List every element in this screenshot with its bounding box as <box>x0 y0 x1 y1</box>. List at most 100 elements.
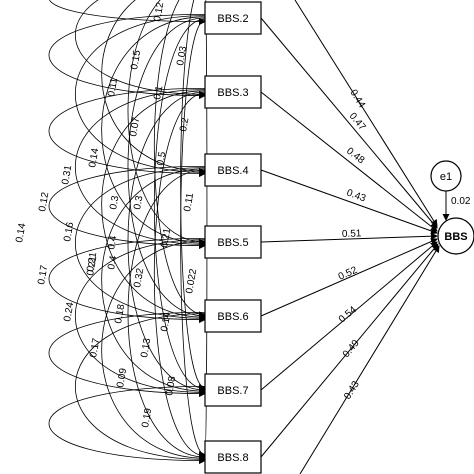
covariance-arc <box>101 0 212 175</box>
node-label: BBS.4 <box>217 165 248 177</box>
loading-label: 0.43 <box>345 187 367 204</box>
cov-label: 0.4 <box>106 254 119 270</box>
cov-label: 0.21 <box>85 255 99 277</box>
cov-label: 0.2 <box>178 116 191 132</box>
cov-label: 0.31 <box>60 164 74 186</box>
cov-label: 0.24 <box>62 301 76 323</box>
covariance-arc <box>75 86 212 248</box>
cov-label: 0.12 <box>152 1 166 23</box>
node-bbs6[interactable]: BBS.6 <box>204 299 262 333</box>
covariance-arc <box>127 166 212 461</box>
covariance-arc <box>48 84 212 178</box>
covariance-arc <box>48 162 212 250</box>
cov-label: 0.21 <box>159 227 173 249</box>
cov-label: 0.13 <box>139 337 153 359</box>
loading-arrow <box>260 238 438 317</box>
covariance-arc <box>48 234 212 324</box>
loading-arrow <box>260 169 438 235</box>
node-label: BBS.5 <box>217 237 248 249</box>
observed-variables: BBS.2 BBS.3 BBS.4 BBS.5 BBS.6 BBS.7 BBS.… <box>204 1 262 474</box>
cov-label: 0.18 <box>113 303 127 325</box>
covariance-arc <box>127 0 212 246</box>
loading-arrow <box>260 241 438 391</box>
latent-label: BBS <box>444 231 467 243</box>
covariance-arc <box>49 0 212 26</box>
covariance-arc <box>180 16 212 459</box>
node-label: BBS.7 <box>217 385 248 397</box>
covariance-arc <box>101 165 212 395</box>
loading-labels: 0.44 0.47 0.48 0.43 0.51 0.52 0.54 0.49 … <box>337 88 368 402</box>
cov-label: 0.17 <box>88 337 102 359</box>
cov-label: 0.19 <box>140 407 154 429</box>
cov-label: 0.21 <box>85 251 99 273</box>
loading-label: 0.49 <box>341 338 362 360</box>
loading-label: 0.44 <box>347 88 367 111</box>
node-bbs7[interactable]: BBS.7 <box>204 373 262 407</box>
cov-label: 0.17 <box>36 264 50 286</box>
loading-label: 0.43 <box>342 379 362 402</box>
cov-label: 0.14 <box>159 311 173 333</box>
covariance-arc <box>48 308 212 398</box>
covariance-arc <box>75 236 212 396</box>
covariance-arc <box>74 0 212 98</box>
cov-label: 0.3 <box>132 194 145 210</box>
cov-label: 0.15 <box>129 49 143 71</box>
node-bbs5[interactable]: BBS.5 <box>204 225 262 259</box>
cov-label: 0.022 <box>184 268 199 295</box>
cov-label: 0.32 <box>132 267 146 289</box>
node-bbs2[interactable]: BBS.2 <box>204 1 262 35</box>
cov-label: 0.11 <box>106 77 120 98</box>
covariance-arc <box>101 87 212 321</box>
loading-arrow <box>260 243 439 458</box>
error-term[interactable]: e1 0.02 <box>430 160 471 221</box>
node-label: BBS.3 <box>217 87 248 99</box>
covariance-arc <box>127 14 212 320</box>
cov-label: 0.1 <box>152 84 165 100</box>
node-bbs3[interactable]: BBS.3 <box>204 75 262 109</box>
cov-label: 0.07 <box>128 116 142 138</box>
loading-label: 0.47 <box>347 111 368 133</box>
cov-label: 0.5 <box>155 150 168 166</box>
node-bbs4[interactable]: BBS.4 <box>204 153 262 187</box>
covariance-arc <box>101 13 212 247</box>
latent-bbs[interactable]: BBS <box>437 217 474 255</box>
loading-arrow <box>299 245 440 474</box>
covariance-arc <box>48 382 212 465</box>
node-label: BBS.6 <box>217 311 248 323</box>
cov-label: 0.4 <box>106 234 119 250</box>
cov-label: 0.3 <box>108 194 121 210</box>
covariance-arcs <box>48 0 212 465</box>
covariance-labels: 0.12 0.15 0.03 0.14 0.1 0.2 0.07 0.11 0.… <box>14 1 199 429</box>
error-label: e1 <box>440 171 452 183</box>
loading-arrow <box>260 91 438 232</box>
covariance-arc <box>101 237 212 462</box>
cov-label: 0.14 <box>87 147 101 169</box>
cov-label: 0.12 <box>37 191 51 213</box>
cov-label: 0.11 <box>182 192 196 213</box>
loading-label: 0.52 <box>337 265 360 283</box>
loading-label: 0.51 <box>342 228 362 240</box>
covariance-arc <box>153 15 212 393</box>
loading-label: 0.54 <box>337 304 359 325</box>
loading-arrow <box>260 232 438 243</box>
cov-label: 0.14 <box>14 222 28 244</box>
error-loading-label: 0.02 <box>451 196 471 207</box>
node-bbs8[interactable]: BBS.8 <box>204 440 262 474</box>
covariance-arc <box>75 310 212 463</box>
cov-label: 0.08 <box>164 375 178 397</box>
covariance-arc <box>153 89 212 460</box>
node-label: BBS.8 <box>217 452 248 464</box>
cov-label: 0.03 <box>175 45 189 67</box>
covariance-arc <box>180 0 212 392</box>
covariance-arc <box>75 164 212 322</box>
loading-arrow <box>260 17 438 229</box>
cov-label: 0.09 <box>115 367 129 389</box>
node-label: BBS.2 <box>217 13 248 25</box>
covariance-arc <box>48 10 212 100</box>
covariance-arc <box>75 12 212 176</box>
loading-arrows <box>260 0 440 474</box>
loading-label: 0.48 <box>344 146 366 167</box>
cov-label: 0.16 <box>62 221 76 243</box>
loading-arrow <box>294 0 438 227</box>
